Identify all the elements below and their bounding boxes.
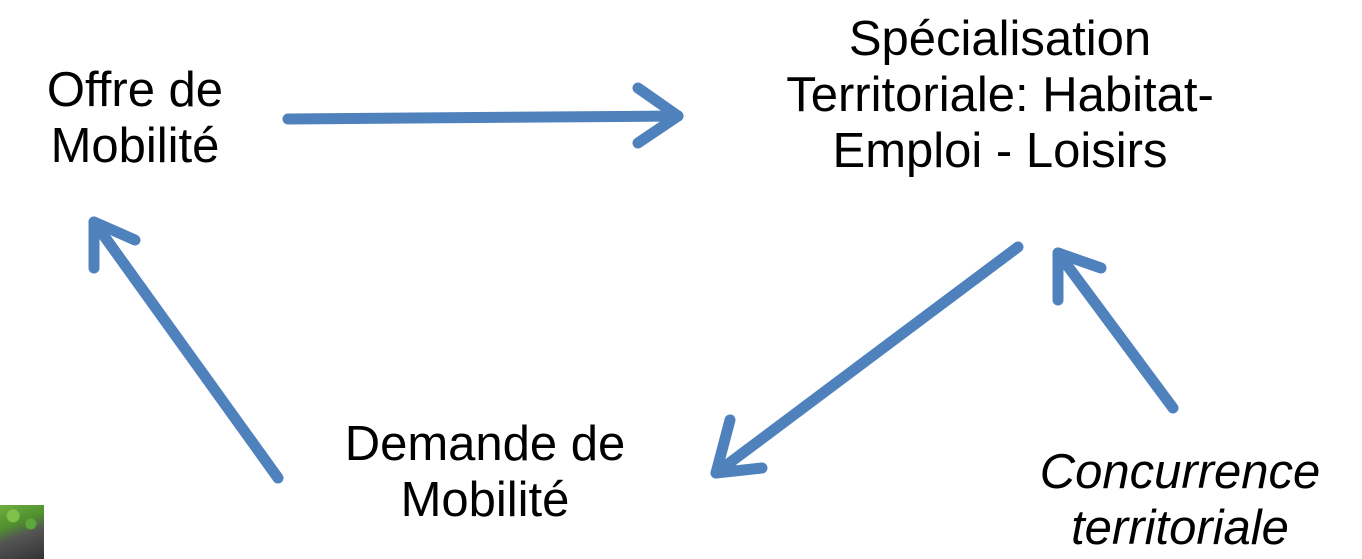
node-offre-de-mobilite: Offre de Mobilité xyxy=(10,62,260,174)
node-demande-line-2: Mobilité xyxy=(400,473,570,527)
node-concurrence-line-1: Concurrence xyxy=(1039,445,1321,499)
arrow-specialisation-to-demande xyxy=(710,241,1024,479)
node-specialisation-line-2: Territoriale: Habitat- xyxy=(786,68,1214,122)
arrow-offre-to-specialisation xyxy=(282,82,684,149)
node-demande-de-mobilite: Demande de Mobilité xyxy=(295,416,675,528)
node-demande-line-1: Demande de xyxy=(344,417,626,471)
node-specialisation-line-1: Spécialisation xyxy=(848,12,1152,66)
arrow-demande-to-offre xyxy=(88,216,284,484)
node-offre-line-2: Mobilité xyxy=(50,119,220,173)
node-concurrence-territoriale: Concurrence territoriale xyxy=(1000,444,1360,556)
node-concurrence-line-2: territoriale xyxy=(1071,501,1289,555)
node-offre-line-1: Offre de xyxy=(46,63,224,117)
corner-thumbnail-image xyxy=(0,505,44,559)
arrow-concurrence-to-specialisation xyxy=(1052,247,1179,414)
node-specialisation-territoriale: Spécialisation Territoriale: Habitat- Em… xyxy=(700,11,1300,179)
node-specialisation-line-3: Emploi - Loisirs xyxy=(832,124,1168,178)
